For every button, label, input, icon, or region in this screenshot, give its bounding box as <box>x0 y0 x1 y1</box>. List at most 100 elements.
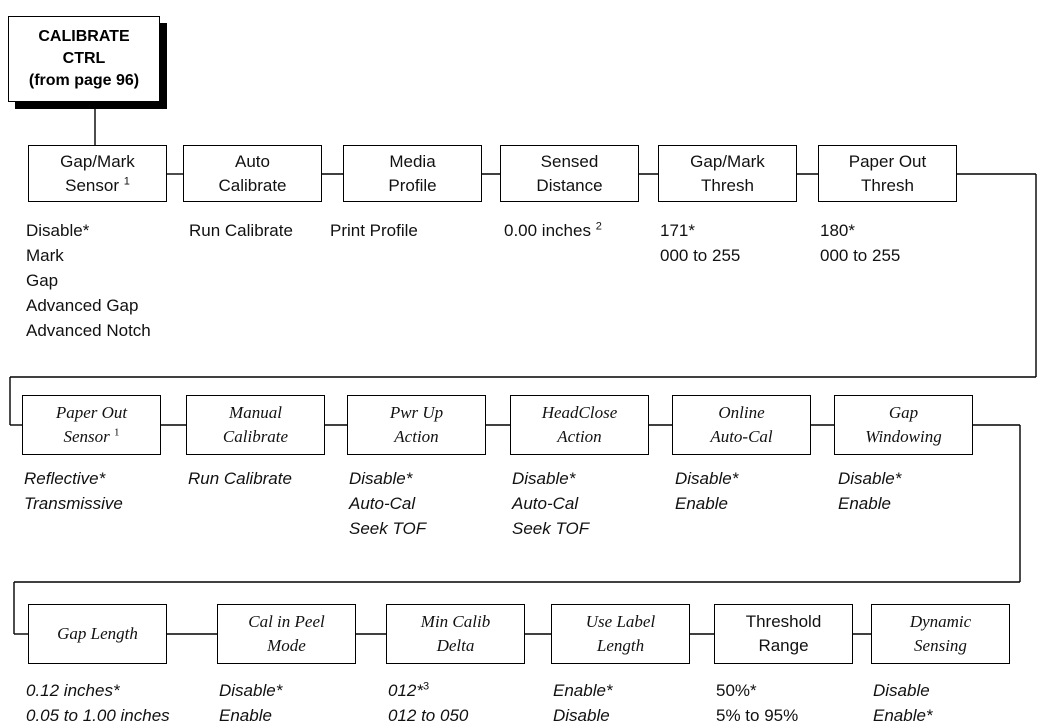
option-item: Enable* <box>873 706 933 725</box>
option-item: Gap <box>26 271 59 290</box>
menu-box-auto-calibrate: Auto Calibrate <box>183 145 322 202</box>
menu-box-line: Calibrate <box>222 427 289 446</box>
menu-box-media-profile: Media Profile <box>343 145 482 202</box>
option-item: 0.00 inches 2 <box>504 220 602 240</box>
menu-box-line: Sensed <box>540 151 599 171</box>
option-item: Disable* <box>26 221 90 240</box>
menu-box-line: Action <box>557 427 602 446</box>
footnote-ref: 2 <box>595 220 602 233</box>
option-item: Transmissive <box>24 494 123 513</box>
menu-box-line: Mode <box>267 636 306 655</box>
menu-box-min-calib-delta: Min Calib Delta <box>386 604 525 664</box>
options-dynamic-sensing: Disable Enable* <box>873 678 933 728</box>
option-item: Disable* <box>219 681 283 700</box>
options-headclose-action: Disable* Auto-Cal Seek TOF <box>512 466 589 541</box>
option-item: Disable <box>873 681 930 700</box>
option-item: 012*3 <box>388 680 430 700</box>
menu-box-gap-mark-thresh: Gap/Mark Thresh <box>658 145 797 202</box>
option-item: Auto-Cal <box>349 494 416 513</box>
option-item: Seek TOF <box>512 519 590 538</box>
menu-box-line: Paper Out <box>848 151 927 171</box>
menu-box-threshold-range: Threshold Range <box>714 604 853 664</box>
option-item: 50%* <box>716 681 757 700</box>
option-item: Run Calibrate <box>189 221 293 240</box>
options-sensed-distance: 0.00 inches 2 <box>504 218 602 243</box>
menu-box-line: Pwr Up <box>389 403 444 422</box>
option-item: 0.05 to 1.00 inches <box>26 706 170 725</box>
footnote-ref: 3 <box>422 680 430 693</box>
options-media-profile: Print Profile <box>330 218 418 243</box>
option-item: Run Calibrate <box>188 469 292 488</box>
option-item: Disable <box>553 706 610 725</box>
menu-box-line: Min Calib <box>420 612 491 631</box>
menu-box-line: Use Label <box>585 612 656 631</box>
menu-box-line: Thresh <box>861 175 914 195</box>
options-manual-calibrate: Run Calibrate <box>188 466 292 491</box>
options-cal-in-peel-mode: Disable* Enable <box>219 678 282 728</box>
menu-box-line: Range <box>758 636 809 655</box>
menu-box-line: Sensor 1 <box>65 174 130 195</box>
option-item: 000 to 255 <box>660 246 741 265</box>
options-gap-mark-sensor: Disable* Mark Gap Advanced Gap Advanced … <box>26 218 151 343</box>
options-use-label-length: Enable* Disable <box>553 678 613 728</box>
option-item: 012 to 050 <box>388 706 469 725</box>
menu-box-line: HeadClose <box>541 403 618 422</box>
menu-box-line: Gap/Mark <box>690 151 765 171</box>
start-box-line: (from page 96) <box>28 72 140 89</box>
options-auto-calibrate: Run Calibrate <box>189 218 293 243</box>
option-item: Advanced Gap <box>26 296 139 315</box>
option-item: Auto-Cal <box>512 494 579 513</box>
menu-box-line: Paper Out <box>55 403 128 422</box>
menu-box-line: Threshold <box>745 612 822 631</box>
option-item: Mark <box>26 246 64 265</box>
option-item: Disable* <box>675 469 739 488</box>
option-item: Enable <box>838 494 891 513</box>
menu-box-line: Sensor 1 <box>63 426 120 446</box>
menu-box-line: Action <box>394 427 439 446</box>
menu-box-line: Gap Length <box>57 624 138 643</box>
option-item: Advanced Notch <box>26 321 151 340</box>
menu-box-line: Online <box>718 403 765 422</box>
menu-box-dynamic-sensing: Dynamic Sensing <box>871 604 1010 664</box>
menu-box-line: Thresh <box>701 175 754 195</box>
menu-box-paper-out-thresh: Paper Out Thresh <box>818 145 957 202</box>
menu-box-gap-mark-sensor: Gap/Mark Sensor 1 <box>28 145 167 202</box>
option-item: 171* <box>660 221 695 240</box>
option-item: Disable* <box>512 469 576 488</box>
menu-box-line: Length <box>596 636 645 655</box>
options-paper-out-thresh: 180* 000 to 255 <box>820 218 900 268</box>
option-item: Seek TOF <box>349 519 427 538</box>
footnote-ref: 1 <box>123 174 130 187</box>
menu-box-line: Media <box>389 151 436 171</box>
menu-box-online-auto-cal: Online Auto-Cal <box>672 395 811 455</box>
menu-box-line: Auto-Cal <box>710 427 773 446</box>
menu-box-line: Delta <box>436 636 475 655</box>
options-online-auto-cal: Disable* Enable <box>675 466 738 516</box>
menu-box-line: Windowing <box>865 427 942 446</box>
menu-box-line: Distance <box>536 175 603 195</box>
options-threshold-range: 50%* 5% to 95% <box>716 678 798 728</box>
options-gap-length: 0.12 inches* 0.05 to 1.00 inches <box>26 678 170 728</box>
option-item: Disable* <box>349 469 413 488</box>
option-item: Enable <box>219 706 272 725</box>
menu-box-sensed-distance: Sensed Distance <box>500 145 639 202</box>
menu-box-line: Gap/Mark <box>60 151 135 171</box>
menu-box-gap-windowing: Gap Windowing <box>834 395 973 455</box>
menu-box-gap-length: Gap Length <box>28 604 167 664</box>
menu-box-line: Profile <box>388 175 437 195</box>
start-box-line: CALIBRATE <box>38 28 130 45</box>
menu-box-paper-out-sensor: Paper Out Sensor 1 <box>22 395 161 455</box>
option-item: 000 to 255 <box>820 246 901 265</box>
option-item: Print Profile <box>330 221 418 240</box>
menu-box-line: Auto <box>235 151 270 171</box>
menu-box-line: Gap <box>888 403 919 422</box>
menu-box-cal-in-peel-mode: Cal in Peel Mode <box>217 604 356 664</box>
footnote-ref: 1 <box>114 426 120 439</box>
options-gap-windowing: Disable* Enable <box>838 466 901 516</box>
start-box-calibrate-ctrl: CALIBRATE CTRL (from page 96) <box>8 16 160 102</box>
option-item: Disable* <box>838 469 902 488</box>
menu-box-manual-calibrate: Manual Calibrate <box>186 395 325 455</box>
menu-box-pwr-up-action: Pwr Up Action <box>347 395 486 455</box>
